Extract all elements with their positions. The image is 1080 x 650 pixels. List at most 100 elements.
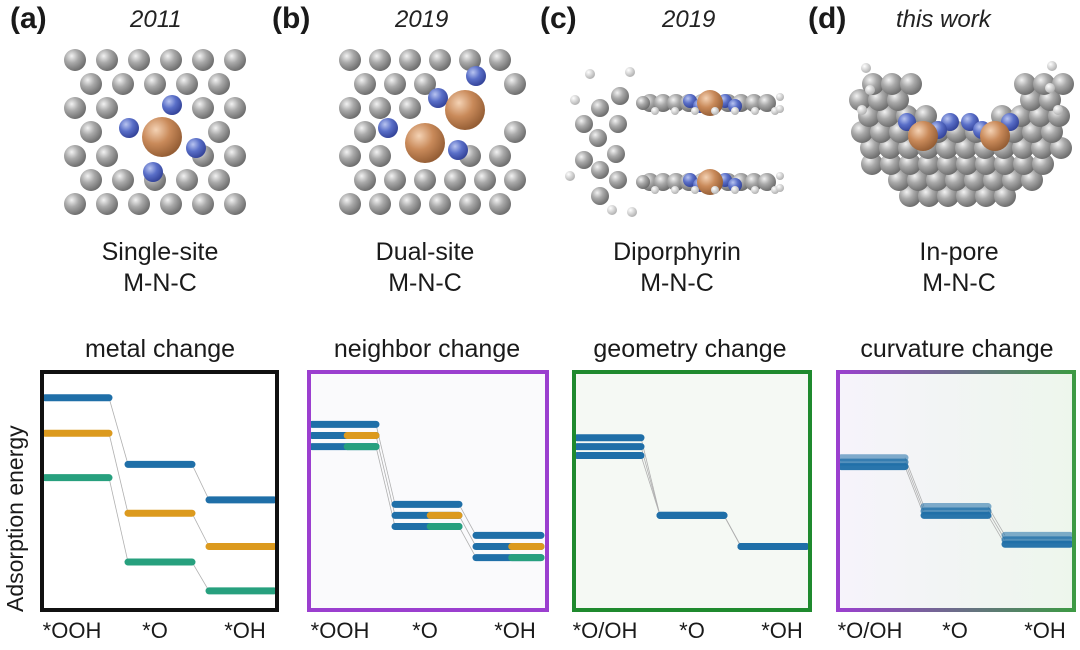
- dual-site-structure: [339, 49, 526, 215]
- carbon-atom: [504, 169, 526, 191]
- carbon-atom: [176, 169, 198, 191]
- carbon-atom: [208, 73, 230, 95]
- x-tick-label: *OOH: [310, 618, 370, 643]
- hydrogen-atom: [691, 107, 699, 115]
- carbon-atom: [955, 137, 977, 159]
- x-tick-label: *OH: [494, 618, 536, 643]
- carbon-atom: [918, 153, 940, 175]
- carbon-atom: [667, 173, 685, 191]
- chart-frame: [572, 370, 812, 612]
- carbon-atom: [80, 73, 102, 95]
- carbon-atom: [96, 145, 118, 167]
- chart-frame: [307, 370, 549, 612]
- carbon-atom: [758, 94, 776, 112]
- carbon-atom: [399, 97, 421, 119]
- carbon-atom: [112, 169, 134, 191]
- carbon-atom: [459, 49, 481, 71]
- connector-line: [458, 504, 477, 536]
- hydrogen-atom: [671, 186, 679, 194]
- panel-a-label: (a): [10, 2, 47, 35]
- carbon-atom: [369, 145, 391, 167]
- chart-title-neighbor: neighbor change: [333, 335, 521, 363]
- x-tick-label: *O: [142, 618, 168, 643]
- nitrogen-atom: [162, 95, 182, 115]
- nitrogen-atom: [428, 88, 448, 108]
- x-tick-label: *OH: [224, 618, 266, 643]
- carbon-atom: [414, 169, 436, 191]
- hydrogen-atom: [776, 105, 784, 113]
- material-name-c: Diporphyrin M-N-C: [577, 237, 777, 299]
- carbon-atom: [975, 153, 997, 175]
- carbon-atom: [192, 193, 214, 215]
- carbon-atom: [745, 94, 763, 112]
- hydrogen-atom: [585, 69, 595, 79]
- carbon-atom: [861, 153, 883, 175]
- chart-frame: [836, 370, 1076, 612]
- carbon-atom: [192, 49, 214, 71]
- connector-line: [108, 433, 129, 514]
- carbon-atom: [489, 145, 511, 167]
- carbon-atom: [591, 99, 609, 117]
- panel-a-year: 2011: [130, 6, 182, 33]
- hydrogen-atom: [1045, 83, 1055, 93]
- carbon-atom: [504, 121, 526, 143]
- hydrogen-atom: [651, 186, 659, 194]
- hydrogen-atom: [607, 205, 617, 215]
- x-tick-label: *O/OH: [572, 618, 638, 643]
- carbon-atom: [1052, 73, 1074, 95]
- hydrogen-atom: [627, 207, 637, 217]
- material-name: Single-site: [101, 238, 219, 266]
- connector-line: [375, 424, 396, 505]
- hydrogen-atom: [651, 107, 659, 115]
- connector-lines: [640, 437, 742, 547]
- hydrogen-atom: [1053, 105, 1063, 115]
- carbon-atom: [994, 153, 1016, 175]
- chart-background: [574, 372, 810, 610]
- carbon-atom: [1012, 137, 1034, 159]
- carbon-atom: [192, 97, 214, 119]
- material-sub: M-N-C: [123, 269, 197, 297]
- hydrogen-atom: [711, 186, 719, 194]
- carbon-atom: [1029, 105, 1051, 127]
- carbon-atom: [64, 49, 86, 71]
- carbon-atom: [354, 73, 376, 95]
- carbon-atom: [96, 97, 118, 119]
- hydrogen-atom: [711, 107, 719, 115]
- carbon-atom: [654, 173, 672, 191]
- carbon-atom: [414, 73, 436, 95]
- nitrogen-atom: [119, 118, 139, 138]
- hydrogen-atom: [751, 107, 759, 115]
- molecule-structures: [64, 49, 1074, 217]
- carbon-atom: [1032, 153, 1054, 175]
- chart-background: [309, 372, 547, 610]
- carbon-atom: [369, 49, 391, 71]
- hydrogen-atom: [857, 105, 867, 115]
- hydrogen-atom: [1047, 61, 1057, 71]
- carbon-atom: [384, 73, 406, 95]
- carbon-atom: [956, 153, 978, 175]
- hydrogen-atom: [731, 186, 739, 194]
- hydrogen-atom: [731, 107, 739, 115]
- nitrogen-atom: [466, 66, 486, 86]
- hydrogen-atom: [570, 95, 580, 105]
- carbon-atom: [937, 153, 959, 175]
- carbon-atom: [899, 153, 921, 175]
- connector-line: [375, 435, 396, 516]
- chart-title-metal: metal change: [84, 335, 236, 363]
- carbon-atom: [489, 193, 511, 215]
- carbon-atom: [64, 193, 86, 215]
- energy-levels: [41, 394, 278, 595]
- x-tick-label: *OH: [761, 618, 803, 643]
- carbon-atom: [745, 173, 763, 191]
- energy-levels: [308, 420, 545, 562]
- connector-lines: [375, 424, 477, 558]
- connector-line: [108, 477, 129, 563]
- chart-background: [42, 372, 277, 610]
- carbon-atom: [611, 87, 629, 105]
- chart-title-curvature: curvature change: [860, 335, 1054, 363]
- in-pore-structure: [849, 61, 1074, 207]
- panel-d-year: this work: [896, 6, 991, 33]
- carbon-atom: [607, 145, 625, 163]
